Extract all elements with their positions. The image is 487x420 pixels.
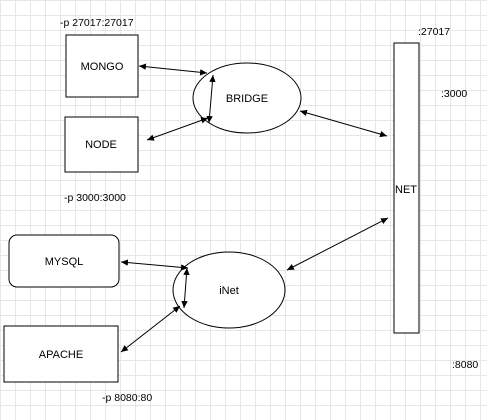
mongo-port-label: -p 27017:27017 [60,17,134,29]
edge-apache-inet [120,305,181,353]
mysql-label: MYSQL [45,256,84,268]
edge-bridge-net [299,109,388,138]
apache-container[interactable]: APACHE [3,325,119,383]
net-port-27017-label: :27017 [418,26,450,38]
net-network[interactable]: NET [393,42,420,334]
node-container[interactable]: NODE [64,116,139,173]
edge-node-bridge [146,117,209,141]
edge-inet-internal [181,267,190,309]
net-port-8080-label: :8080 [452,359,478,371]
mongo-container[interactable]: MONGO [65,34,139,98]
inet-network[interactable]: iNet [172,251,286,329]
edge-mysql-inet [120,259,189,271]
edge-mongo-bridge [138,63,208,76]
net-label: NET [395,184,417,196]
mysql-container[interactable]: MYSQL [8,234,120,288]
node-port-label: -p 3000:3000 [64,192,126,204]
node-label: NODE [85,139,117,151]
net-port-3000-label: :3000 [441,88,467,100]
edge-inet-net [286,217,389,271]
apache-label: APACHE [39,349,83,361]
apache-port-label: -p 8080:80 [102,392,152,404]
inet-label: iNet [219,285,239,297]
bridge-network[interactable]: BRIDGE [192,62,302,134]
edge-bridge-internal [206,74,216,124]
mongo-label: MONGO [81,61,124,73]
bridge-label: BRIDGE [226,93,268,105]
